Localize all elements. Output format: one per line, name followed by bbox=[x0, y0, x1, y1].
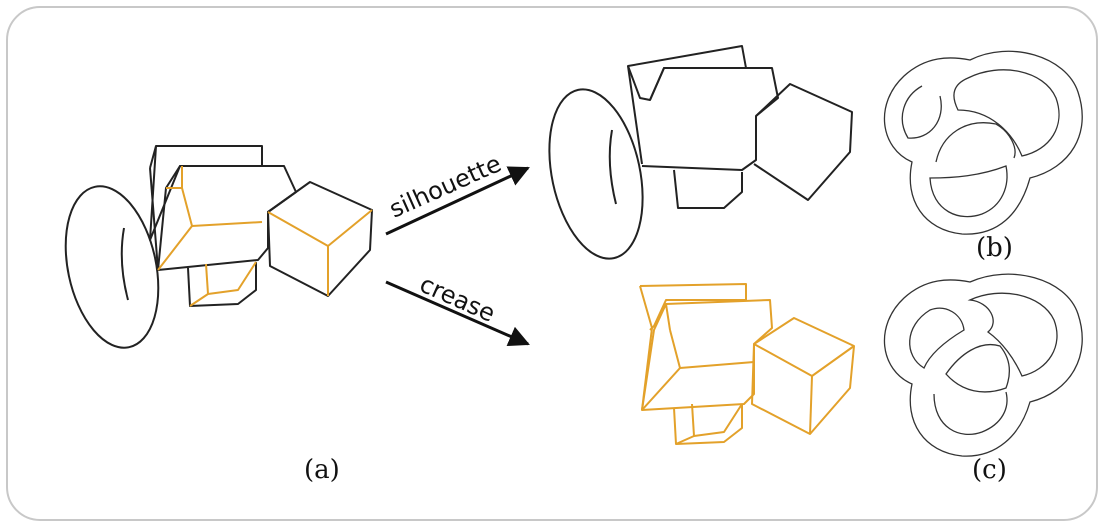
figure-frame bbox=[6, 6, 1098, 521]
crease-arrow: crease bbox=[385, 270, 530, 347]
middle-body bbox=[641, 67, 779, 171]
object-silhouette bbox=[548, 45, 853, 260]
back-box bbox=[627, 45, 747, 165]
panel-label-a: (a) bbox=[304, 455, 340, 485]
cube bbox=[751, 317, 855, 435]
panel-label-c: (c) bbox=[972, 455, 1007, 485]
wheel bbox=[64, 185, 160, 349]
cube bbox=[753, 83, 853, 201]
lower-box bbox=[673, 403, 743, 445]
knot-silhouette bbox=[883, 50, 1083, 235]
silhouette-arrow: silhouette bbox=[385, 149, 530, 236]
object-crease bbox=[639, 283, 855, 445]
wheel bbox=[548, 88, 644, 260]
lower-box bbox=[187, 261, 257, 307]
knot-crease bbox=[883, 273, 1083, 457]
object-combined bbox=[64, 145, 373, 349]
cube bbox=[267, 181, 373, 297]
lower-box bbox=[673, 169, 743, 209]
middle-body bbox=[157, 165, 297, 271]
back-box bbox=[149, 145, 263, 271]
panel-label-b: (b) bbox=[976, 233, 1013, 263]
crease-label: crease bbox=[416, 270, 500, 328]
